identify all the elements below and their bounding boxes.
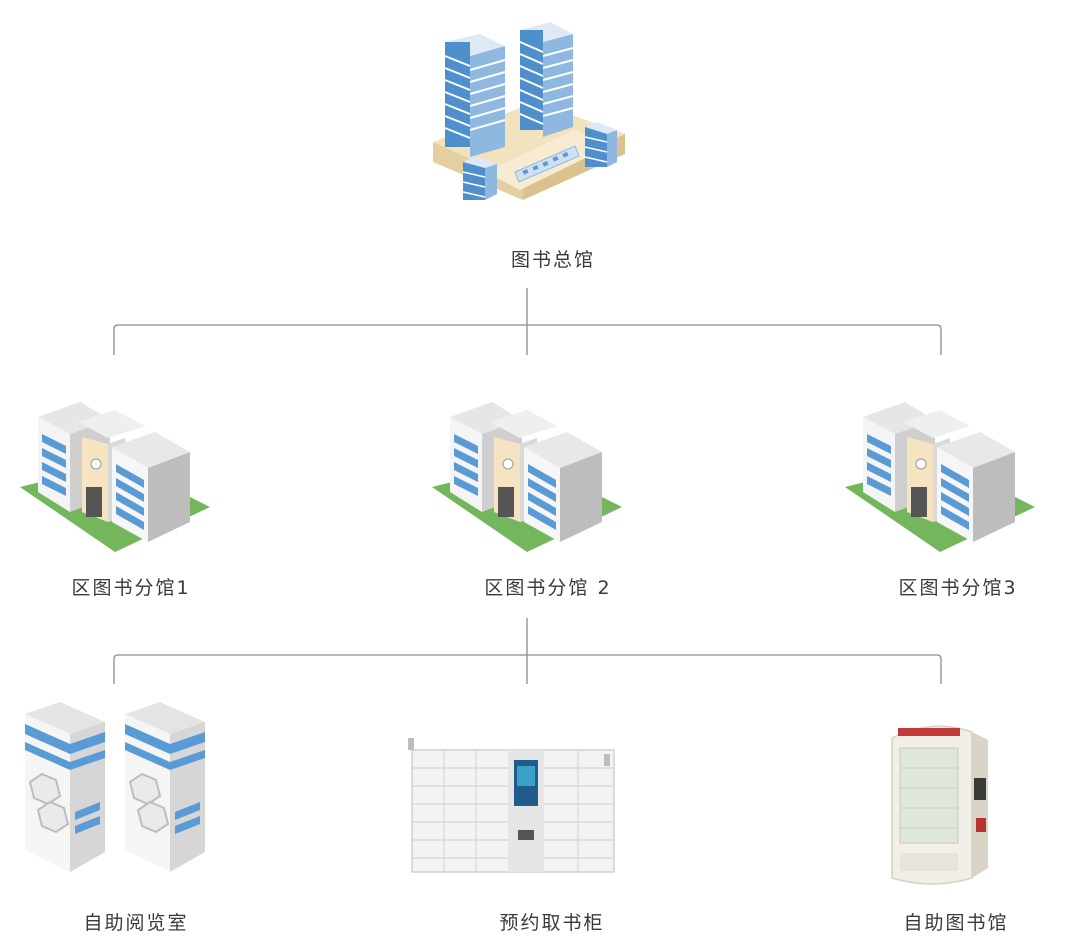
service-bracket [113,654,942,684]
self-service-reading-room-icon [25,702,205,872]
headquarters-label: 图书总馆 [510,249,596,271]
self-service-library-kiosk-icon [891,725,988,885]
branch-3-label: 区图书分馆3 [898,577,1018,599]
branch-3-building-icon [845,401,1036,553]
branch-2-building-icon [432,401,623,553]
reservation-pickup-cabinet-label: 预约取书柜 [499,912,605,934]
branch-2-label: 区图书分馆 2 [484,577,612,599]
self-service-reading-room-label: 自助阅览室 [83,912,189,934]
self-service-library-label: 自助图书馆 [903,912,1009,934]
headquarters-building-icon [433,22,625,200]
reservation-pickup-cabinet-icon [408,738,615,873]
branch-bracket [113,324,942,355]
branch-1-building-icon [20,401,211,553]
branch-1-label: 区图书分馆1 [71,577,191,599]
